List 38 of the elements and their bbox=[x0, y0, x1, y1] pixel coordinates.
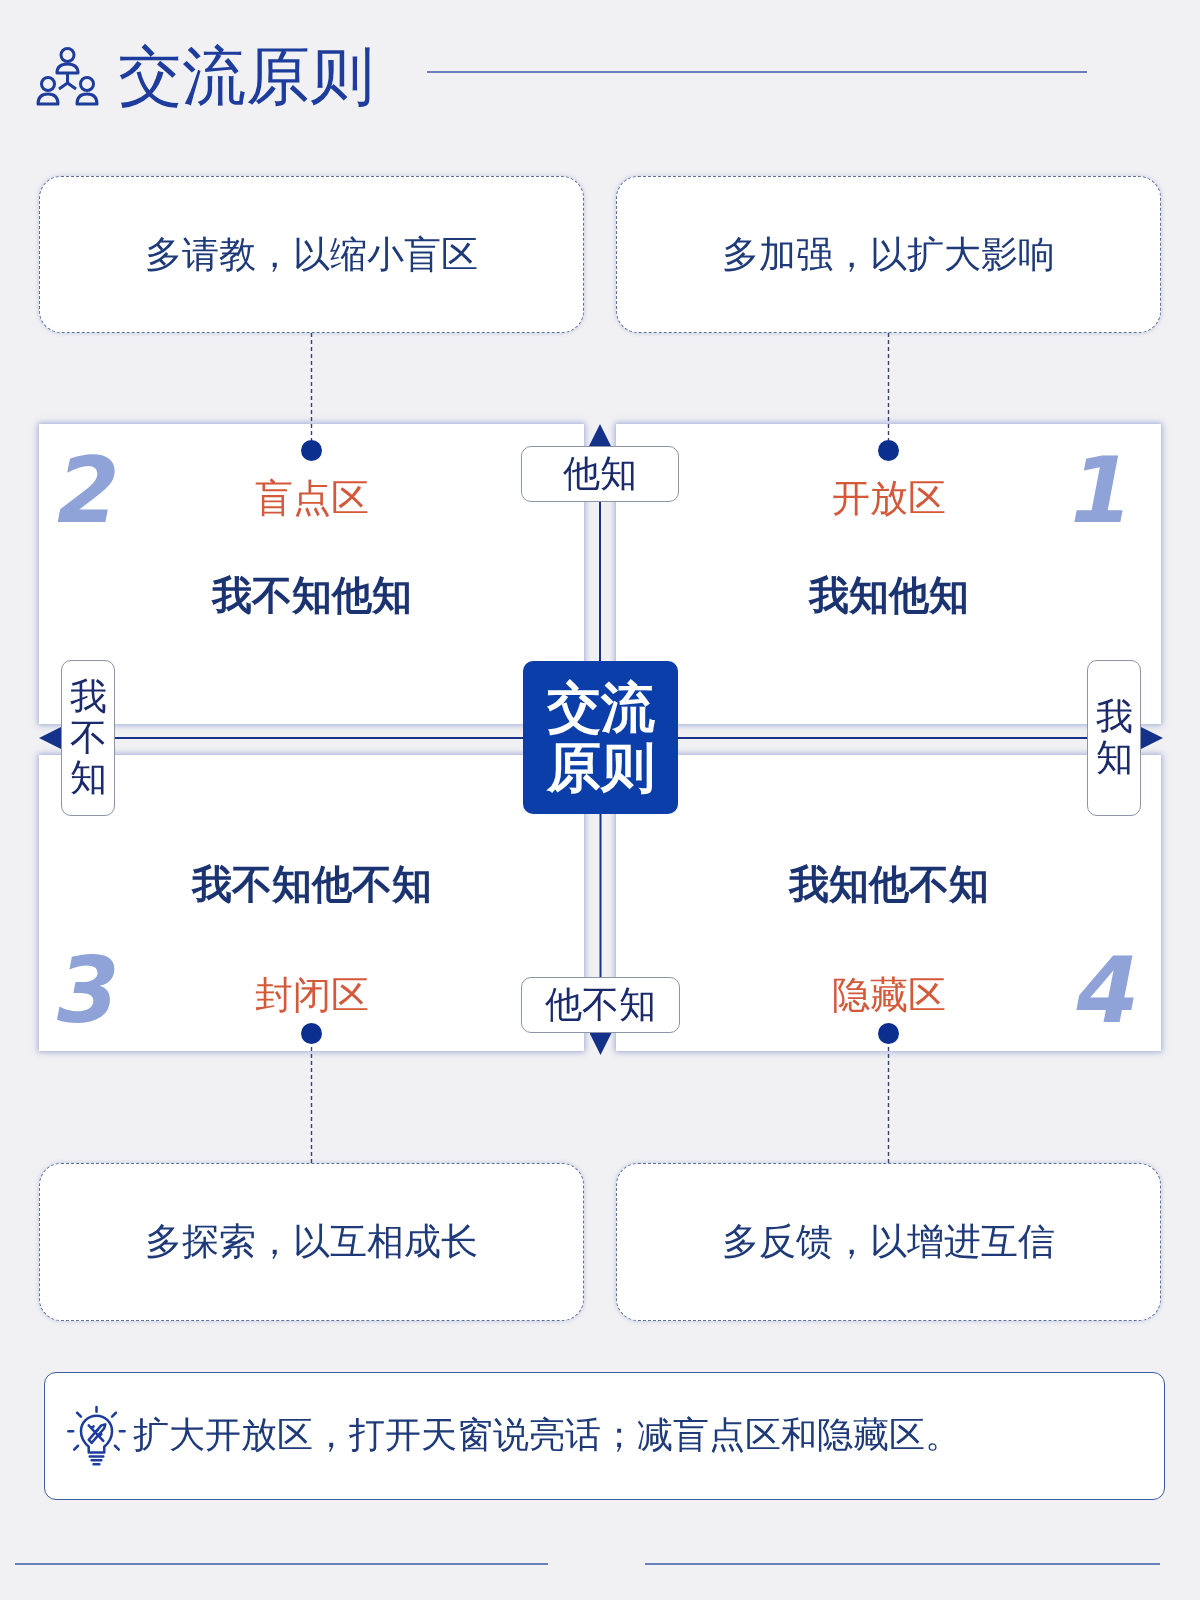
axis-label: 他不知 bbox=[521, 977, 680, 1033]
quadrant-number: 2 bbox=[56, 446, 121, 536]
connector-line bbox=[310, 332, 313, 441]
quadrant-heading: 我知他不知 bbox=[788, 861, 989, 907]
tip-card bbox=[44, 1372, 1165, 1500]
quadrant-number: 1 bbox=[1069, 446, 1134, 536]
quadrant-number: 3 bbox=[56, 946, 121, 1036]
quadrant-heading: 我不知他不知 bbox=[191, 861, 432, 907]
zone-name: 封闭区 bbox=[254, 972, 369, 1018]
axis-label: 我知 bbox=[1087, 660, 1141, 816]
dot-icon bbox=[301, 440, 322, 461]
axis-arrow bbox=[589, 813, 612, 1055]
dot-icon bbox=[878, 1023, 899, 1044]
tip-text: 扩大开放区，打开天窗说亮话；减盲点区和隐藏区。 bbox=[133, 1413, 961, 1457]
advice-text: 多请教，以缩小盲区 bbox=[145, 231, 478, 278]
advice-card bbox=[616, 176, 1161, 333]
advice-card bbox=[616, 1163, 1161, 1321]
advice-text: 多探索，以互相成长 bbox=[145, 1219, 478, 1265]
dot-icon bbox=[878, 440, 899, 461]
page-title: 交流原则 bbox=[118, 38, 374, 114]
zone-name: 盲点区 bbox=[254, 475, 369, 521]
advice-text: 多加强，以扩大影响 bbox=[722, 231, 1055, 278]
axis-arrow bbox=[589, 424, 611, 662]
advice-card bbox=[39, 176, 584, 333]
connector-line bbox=[887, 332, 890, 441]
advice-card bbox=[39, 1163, 584, 1321]
center-title: 交流原则 bbox=[523, 661, 678, 814]
dot-icon bbox=[301, 1023, 322, 1044]
zone-name: 隐藏区 bbox=[831, 972, 946, 1018]
zone-name: 开放区 bbox=[831, 475, 946, 521]
advice-text: 多反馈，以增进互信 bbox=[722, 1219, 1055, 1265]
quadrant-heading: 我知他知 bbox=[808, 572, 969, 618]
quadrant-heading: 我不知他知 bbox=[211, 572, 412, 618]
axis-arrow bbox=[39, 727, 524, 749]
quadrant-number: 4 bbox=[1075, 946, 1140, 1036]
axis-arrow bbox=[677, 727, 1163, 749]
axis-label: 他知 bbox=[521, 446, 679, 502]
axis-label: 我不知 bbox=[61, 660, 115, 816]
